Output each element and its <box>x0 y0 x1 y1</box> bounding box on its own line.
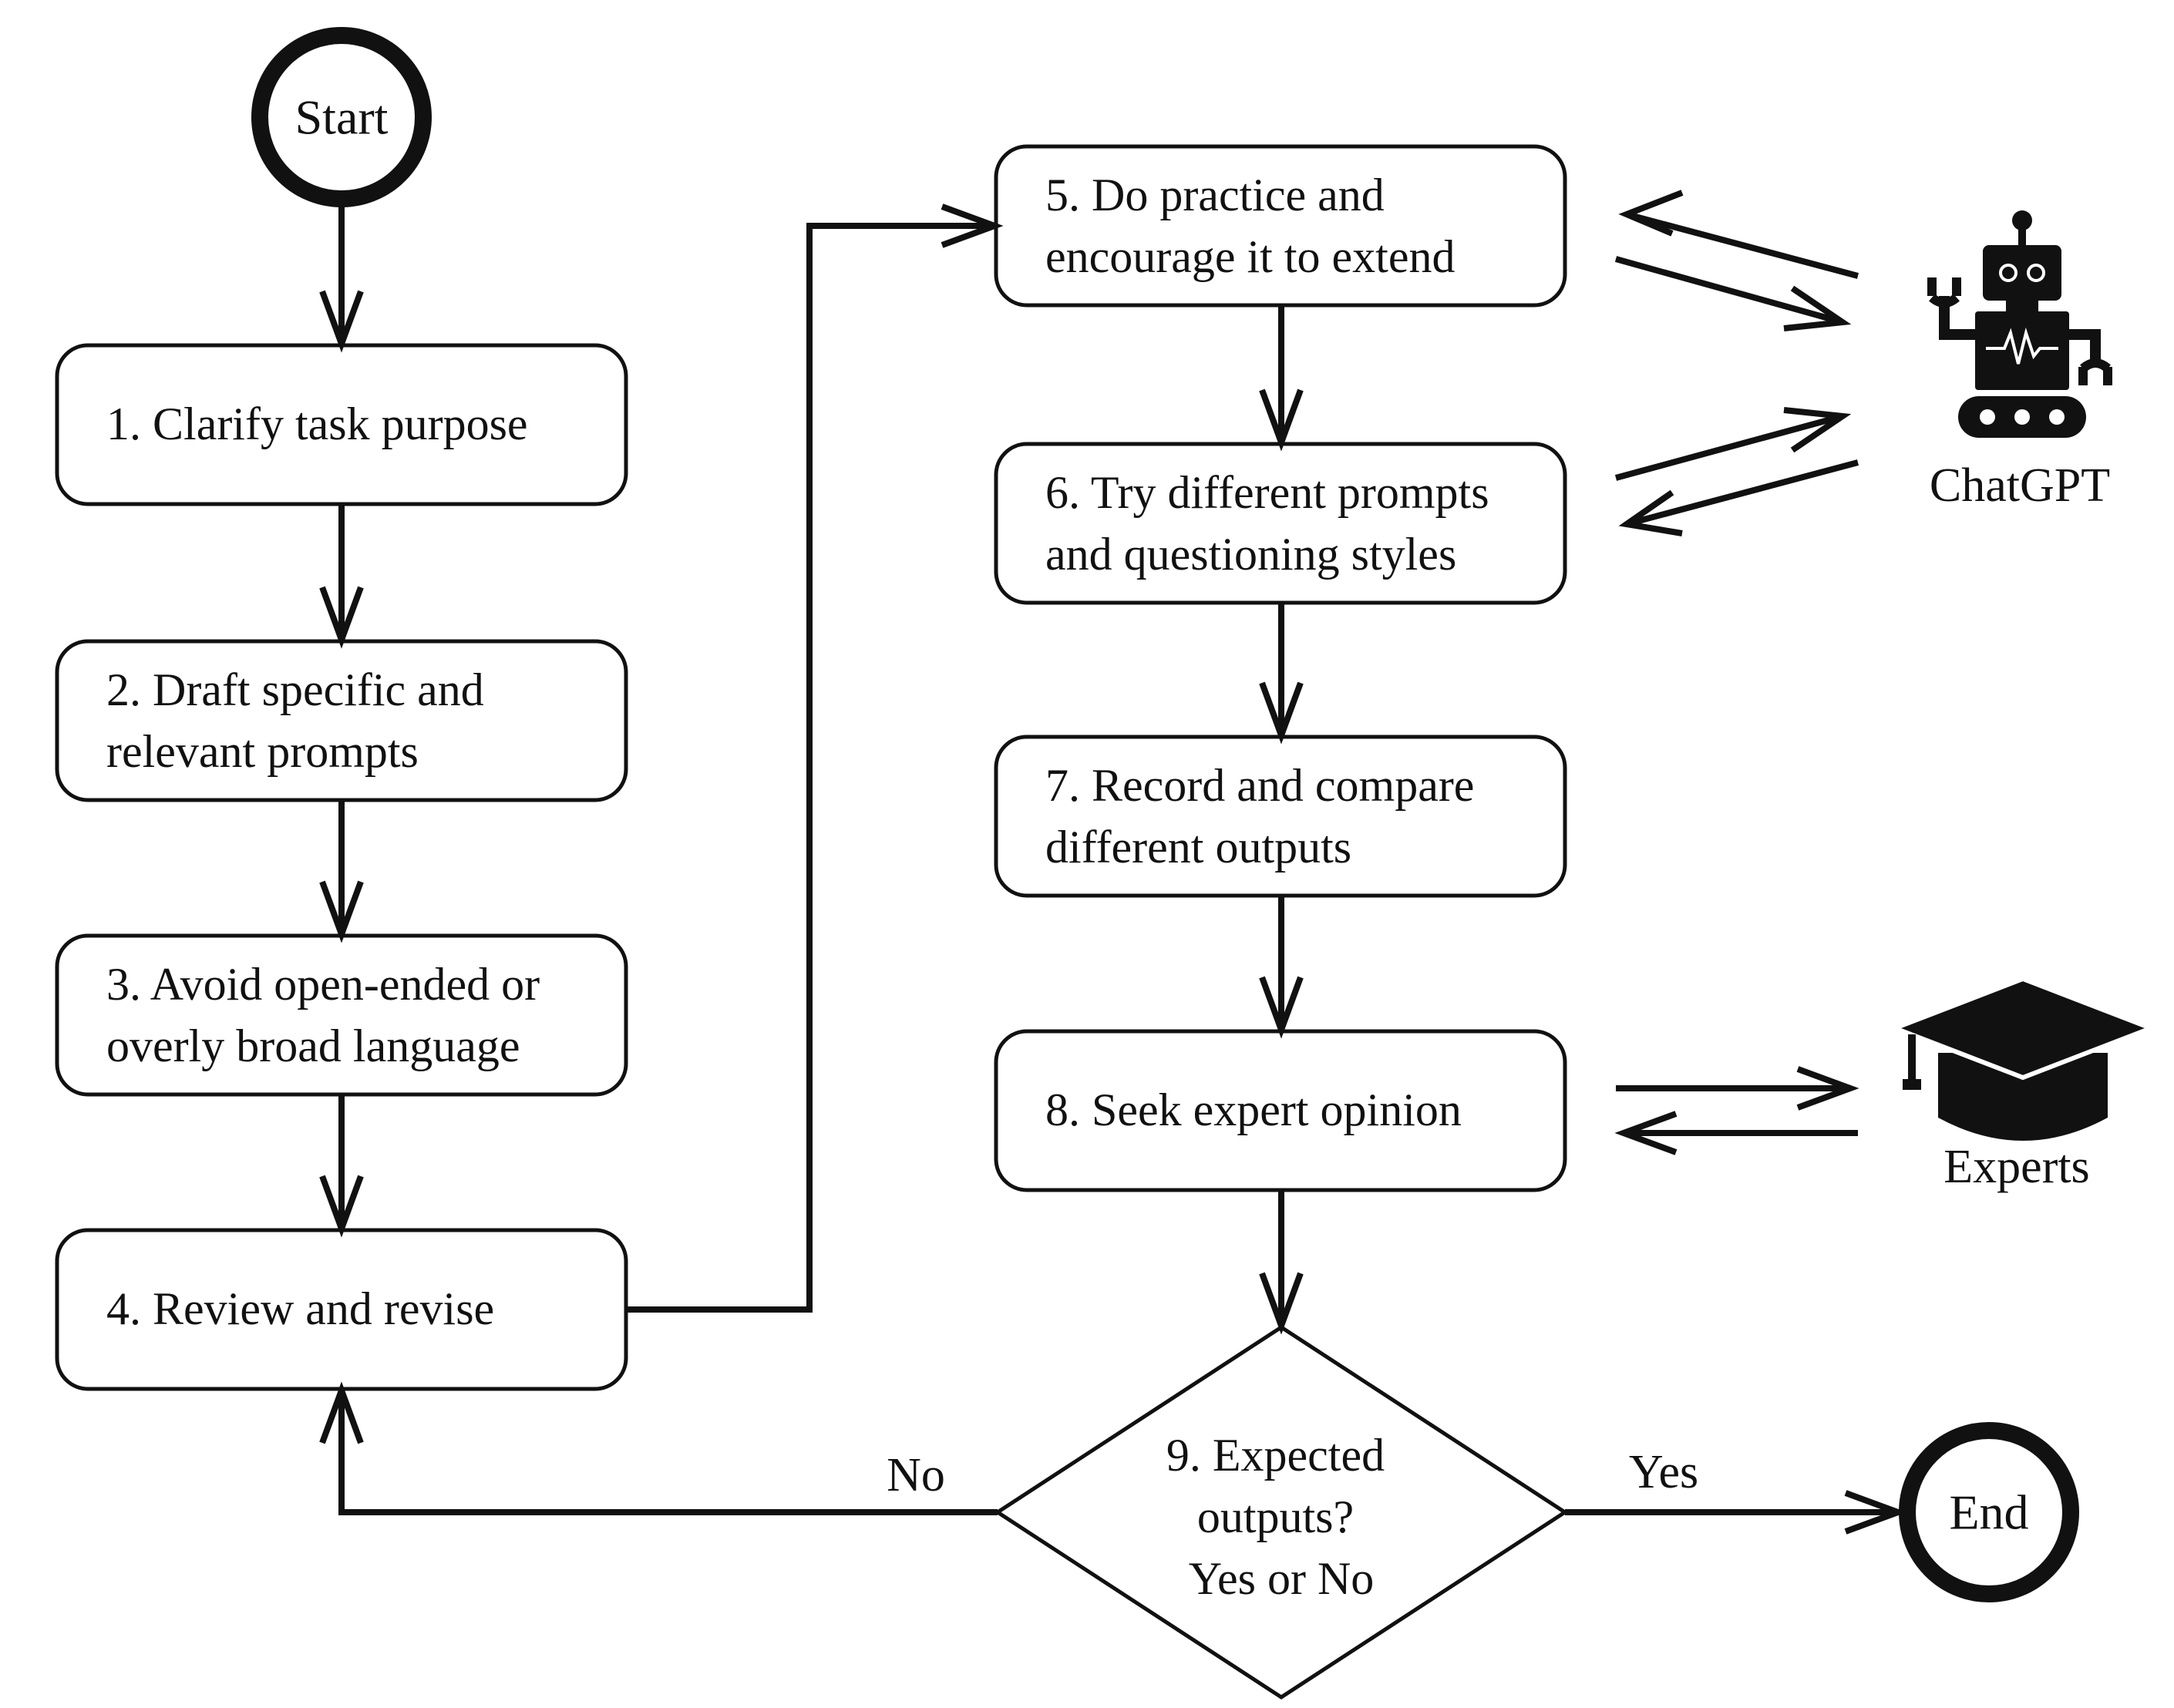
step-1-box: 1. Clarify task purpose <box>55 343 628 506</box>
step-7-line-1: 7. Record and compare <box>1045 760 1474 811</box>
no-label: No <box>887 1449 945 1501</box>
step-3-line-2: overly broad language <box>106 1020 520 1071</box>
arrow-4-to-5 <box>626 203 1004 1313</box>
arrow-8-to-9 <box>1259 1190 1304 1335</box>
arrow-6-to-7 <box>1259 603 1304 745</box>
yes-label: Yes <box>1629 1446 1698 1498</box>
experts-label: Experts <box>1943 1141 2089 1193</box>
arrow-no-to-4 <box>319 1381 998 1515</box>
step-8-box: 8. Seek expert opinion <box>994 1029 1567 1192</box>
chatgpt-exchange-arrows <box>1614 190 1859 536</box>
start-node: Start <box>251 27 432 207</box>
step-7-line-2: different outputs <box>1045 822 1351 872</box>
arrow-1-to-2 <box>319 504 364 649</box>
step-7-box: 7. Record and compare different outputs <box>994 735 1567 898</box>
step-2-line-2: relevant prompts <box>106 726 419 777</box>
svg-text:7. Record and compare di: 7. Record and compare different outputs <box>1045 760 1486 872</box>
step-4-box: 4. Review and revise <box>55 1228 628 1391</box>
end-label: End <box>1949 1485 2028 1540</box>
svg-text:2. Draft specific and re: 2. Draft specific and relevant prompts <box>106 664 496 777</box>
arrow-start-to-1 <box>319 199 364 353</box>
step-1-line-1: 1. Clarify task purpose <box>106 398 528 449</box>
experts-exchange-arrows <box>1614 1066 1859 1155</box>
step-3-box: 3. Avoid open-ended or overly broad lang… <box>55 933 628 1097</box>
graduation-cap-icon <box>1888 976 2158 1141</box>
svg-text:3. Avoid open-ended or o: 3. Avoid open-ended or overly broad lang… <box>106 959 551 1071</box>
start-label: Start <box>295 90 389 145</box>
step-6-box: 6. Try different prompts and questioning… <box>994 442 1567 605</box>
step-5-box: 5. Do practice and encourage it to exten… <box>994 144 1567 308</box>
decision-line-3: Yes or No <box>1189 1553 1375 1604</box>
step-2-line-1: 2. Draft specific and <box>106 664 484 715</box>
flow-edges <box>319 199 1907 1535</box>
svg-text:4. Review and revise: 4. Review and revise <box>106 1283 494 1334</box>
svg-text:8. Seek expert opinion: 8. Seek expert opinion <box>1045 1084 1462 1135</box>
svg-text:1. Clarify task purpose: 1. Clarify task purpose <box>106 398 528 449</box>
step-6-line-2: and questioning styles <box>1045 529 1456 580</box>
arrow-yes-to-end <box>1565 1490 1907 1535</box>
step-3-line-1: 3. Avoid open-ended or <box>106 959 540 1010</box>
step-2-box: 2. Draft specific and relevant prompts <box>55 639 628 802</box>
chatgpt-label: ChatGPT <box>1930 459 2110 512</box>
step-6-line-1: 6. Try different prompts <box>1045 467 1489 518</box>
arrow-5-to-6 <box>1259 305 1304 452</box>
step-8-line-1: 8. Seek expert opinion <box>1045 1084 1462 1135</box>
svg-text:6. Try different prompts: 6. Try different prompts and questioning… <box>1045 467 1501 580</box>
step-5-line-2: encourage it to extend <box>1045 231 1455 282</box>
decision-diamond: 9. Expected outputs? Yes or No <box>994 1325 1569 1700</box>
decision-line-1: 9. Expected <box>1166 1430 1385 1481</box>
arrow-7-to-8 <box>1259 896 1304 1039</box>
step-5-line-1: 5. Do practice and <box>1045 170 1385 220</box>
arrow-2-to-3 <box>319 800 364 943</box>
end-node: End <box>1899 1422 2079 1602</box>
step-4-line-1: 4. Review and revise <box>106 1283 494 1334</box>
arrow-3-to-4 <box>319 1094 364 1238</box>
robot-icon <box>1927 210 2112 438</box>
decision-line-2: outputs? <box>1197 1491 1354 1542</box>
svg-text:5. Do practice and encou: 5. Do practice and encourage it to exten… <box>1045 170 1455 282</box>
svg-text:9. Expected outputs?: 9. Expected outputs? Yes or No <box>1166 1430 1396 1604</box>
